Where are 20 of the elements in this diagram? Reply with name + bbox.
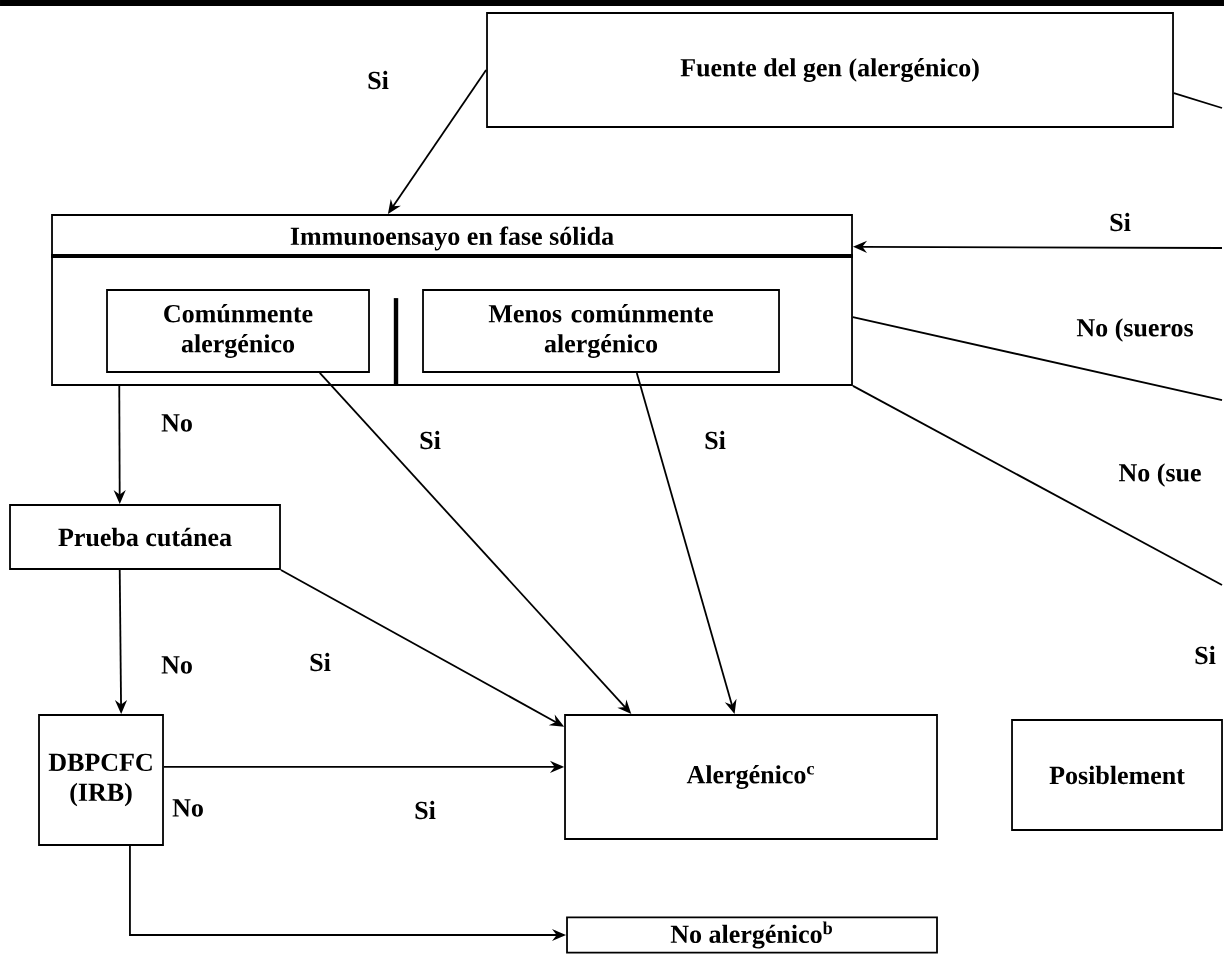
edge-label: Si xyxy=(417,428,443,452)
process-box: Alergénico$^{c}$ xyxy=(564,714,938,840)
edge-label: Si xyxy=(1107,210,1133,234)
process-box: Menos comúnmente alergénico xyxy=(422,289,780,373)
process-box: Prueba cutánea xyxy=(9,504,281,570)
edge-label: No xyxy=(159,654,195,676)
edge-label: Si xyxy=(412,798,438,822)
process-box: Comúnmente alergénico xyxy=(106,289,370,373)
edge-label: Si xyxy=(307,650,333,674)
branch-label: Si xyxy=(1195,645,1216,665)
edge-label: Si xyxy=(702,428,728,452)
process-box: DBPCFC (IRB) xyxy=(38,714,164,846)
edge-label: No (sue xyxy=(1116,461,1204,489)
process-box: No alergénico$^{b}$ xyxy=(566,916,938,954)
process-box: Fuente del gen (alergénico) xyxy=(486,12,1174,128)
edge-label: No xyxy=(170,797,206,819)
process-box: Posiblement xyxy=(1011,719,1223,831)
edge-label: No xyxy=(159,412,195,434)
edge-label: Si xyxy=(365,68,391,92)
edge-label: No (sueros xyxy=(1074,316,1196,344)
